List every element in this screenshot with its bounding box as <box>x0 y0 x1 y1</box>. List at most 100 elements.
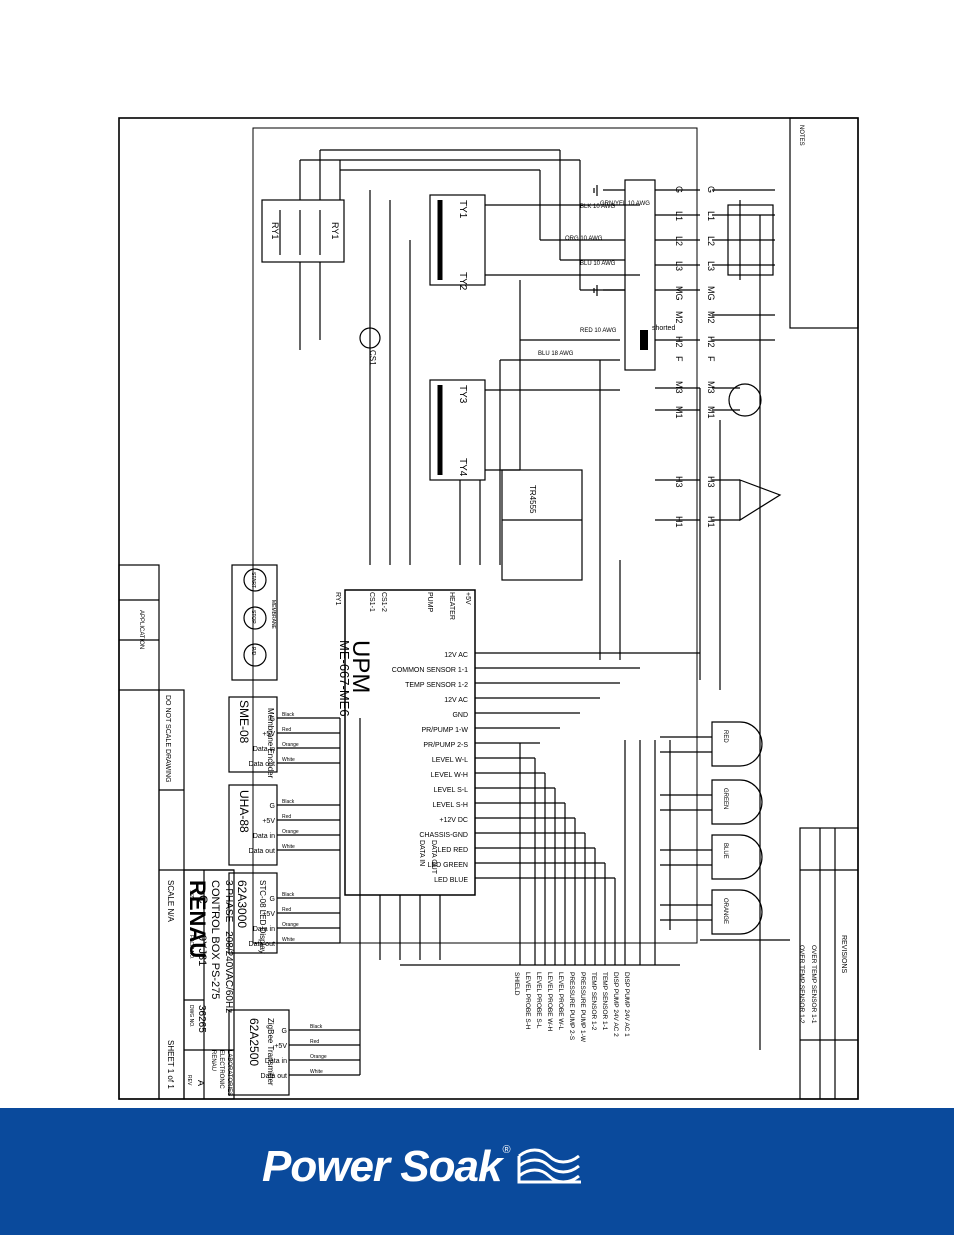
module-pin-label: G <box>270 896 275 903</box>
upm-side-pin: LEVEL W-L <box>432 757 468 764</box>
external-terminal-label: G <box>706 186 716 193</box>
harness-label: DISP PUMP 24V AC 2 <box>612 972 619 1037</box>
notes-label: NOTES <box>798 125 804 146</box>
size-label: SIZE <box>188 890 194 902</box>
external-terminal-label: M3 <box>706 381 716 394</box>
membrane-button-label: START <box>250 572 256 588</box>
upm-data-pin: DATA IN <box>418 840 425 866</box>
module-wire-color: Orange <box>282 922 299 928</box>
led-blue <box>711 834 763 880</box>
upm-top-pin: CS1-2 <box>380 592 387 612</box>
module-sub: STC-08 LED Display <box>258 880 267 954</box>
current-sensor-label: CS1 <box>368 350 377 366</box>
footer-band: Power Soak ® <box>0 1108 954 1235</box>
do-not-scale: DO NOT SCALE DRAWING <box>164 695 171 783</box>
module-pin-label: +5V <box>262 911 275 918</box>
harness-label: PRESSURE PUMP 1-W <box>579 972 586 1043</box>
size-value: C <box>196 895 210 904</box>
wire-label: GRN/YEL 10 AWG <box>600 201 650 207</box>
module-wire-color: Black <box>282 892 295 898</box>
module-wire-color: Orange <box>282 829 299 835</box>
module-wire-color: Red <box>282 727 291 733</box>
harness-label: PRESSURE PUMP 2-S <box>568 972 575 1041</box>
dwg-label: DWG NO. <box>188 1005 194 1028</box>
wire-label: ORG 10 AWG <box>565 236 603 242</box>
module-name: 62A2500 <box>247 1018 261 1066</box>
upm-side-pin: 12V AC <box>444 697 468 704</box>
power-terminal-label: MG <box>674 286 684 301</box>
module-pin-label: Data out <box>261 1073 288 1080</box>
transformer-label: TR4555 <box>528 485 537 514</box>
power-terminal-label: H3 <box>674 476 684 488</box>
triac-label: TY1 <box>457 200 468 219</box>
module-sme-08 <box>228 696 278 773</box>
company-sub: LABORATORIES <box>226 1050 232 1096</box>
led-green <box>711 779 763 825</box>
harness-label: LEVEL PROBE S-H <box>524 972 531 1030</box>
pump-motor <box>728 383 762 417</box>
power-terminal-label: M2 <box>674 311 684 324</box>
module-pin-label: G <box>282 1028 287 1035</box>
upm-top-pin: RY1 <box>334 592 341 606</box>
upm-side-pin: CHASSIS-GND <box>419 832 468 839</box>
module-name: SME-08 <box>237 700 251 744</box>
external-terminal-label: L1 <box>706 211 716 221</box>
waves-icon <box>517 1148 581 1184</box>
external-terminal-label: H3 <box>706 476 716 488</box>
led-label: RED <box>722 730 728 743</box>
module-wire-color: Red <box>282 814 291 820</box>
module-name: 62A3000 <box>235 880 249 928</box>
registered-mark: ® <box>502 1144 511 1156</box>
module-wire-color: White <box>282 844 295 850</box>
power-terminal-label: H1 <box>674 516 684 528</box>
notes-block <box>789 117 859 329</box>
relay-label: RY1 <box>330 222 340 239</box>
company-sub: RENAU <box>210 1050 216 1071</box>
harness-label: LEVEL PROBE W-L <box>557 972 564 1031</box>
harness-label: LEVEL PROBE W-H <box>546 972 553 1032</box>
module-wire-color: White <box>282 757 295 763</box>
power-terminal-label: G <box>674 186 684 193</box>
wire-label: BLU 18 AWG <box>538 351 574 357</box>
transformer <box>501 469 583 581</box>
membrane-panel <box>231 564 278 681</box>
module-62a2500 <box>228 1009 290 1096</box>
module-pin-label: G <box>270 803 275 810</box>
module-pin-label: Data out <box>249 761 276 768</box>
triac-ty3-ty4 <box>429 379 486 481</box>
power-terminal-label: L1 <box>674 211 684 221</box>
revisions-label: REVISIONS <box>840 935 847 973</box>
module-pin-label: +5V <box>262 731 275 738</box>
triac-label: TY4 <box>457 458 468 477</box>
external-terminal-label: L2 <box>706 236 716 246</box>
harness-label: DISP PUMP 24V AC 1 <box>623 972 630 1037</box>
revisions-block <box>799 827 859 1100</box>
upm-side-pin: LEVEL S-H <box>432 802 468 809</box>
upm-name: UPM <box>347 640 374 693</box>
led-orange <box>711 889 763 935</box>
drawing-subtitle: 3 PHASE - 208/240VAC/60Hz <box>223 880 234 1013</box>
module-sub: Membrane Encoder <box>266 708 275 779</box>
external-terminal-label: M2 <box>706 311 716 324</box>
drawing-title: CONTROL BOX PS-275 <box>209 880 221 999</box>
module-wire-color: Red <box>282 907 291 913</box>
upm-side-pin: LEVEL W-H <box>431 772 468 779</box>
harness-label: LEVEL PROBE S-L <box>535 972 542 1029</box>
upm-side-pin: LED BLUE <box>434 877 468 884</box>
sensor-label: OVER TEMP SENSOR 1-2 <box>798 945 805 1024</box>
upm-side-pin: COMMON SENSOR 1-1 <box>392 667 468 674</box>
membrane-button-label: STOP <box>250 610 256 624</box>
module-pin-label: Data in <box>253 926 275 933</box>
module-pin-label: Data in <box>253 746 275 753</box>
upm-top-pin: CS1-1 <box>368 592 375 612</box>
upm-side-pin: PR/PUMP 1-W <box>421 727 468 734</box>
upm-side-pin: PR/PUMP 2-S <box>423 742 468 749</box>
sensor-label: OVER TEMP SENSOR 1-1 <box>810 945 817 1024</box>
scale-value: SCALE N/A <box>166 880 175 922</box>
upm-side-pin: LED RED <box>438 847 468 854</box>
rev-label: REV <box>186 1075 192 1086</box>
rev-value: A <box>196 1080 206 1086</box>
external-terminal-label: M1 <box>706 406 716 419</box>
power-soak-logo: Power Soak ® <box>262 1132 585 1202</box>
upm-top-pin: PUMP <box>426 592 433 613</box>
